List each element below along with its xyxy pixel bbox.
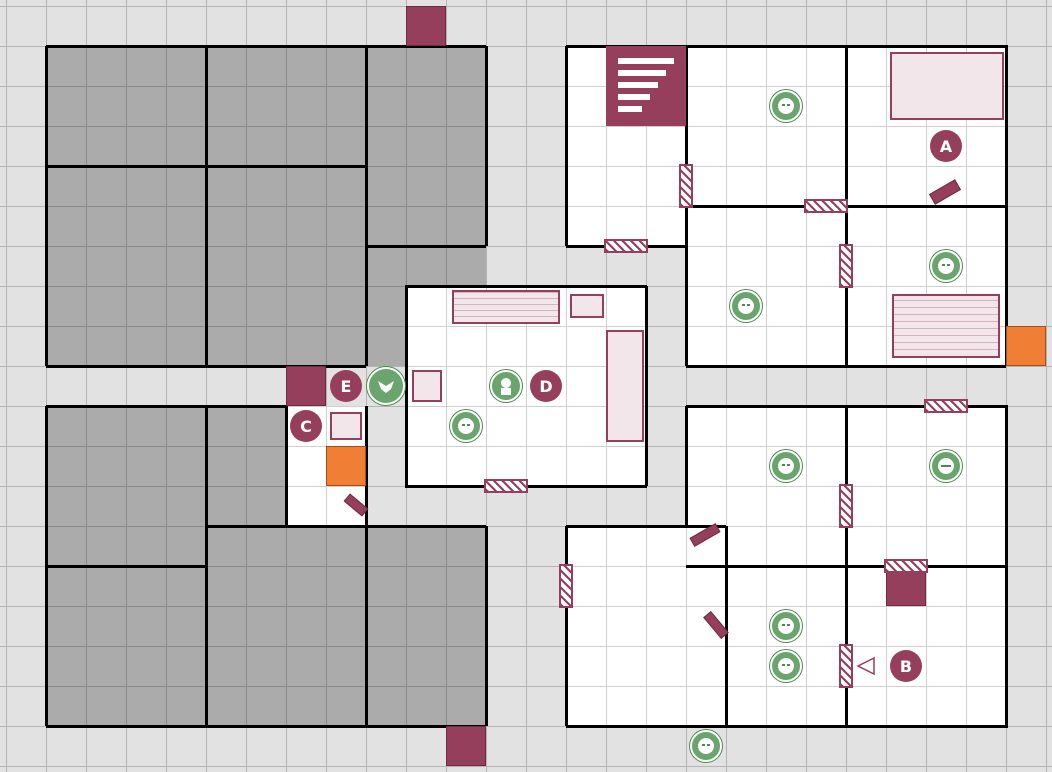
door-icon[interactable] xyxy=(839,244,853,288)
table-icon[interactable] xyxy=(452,290,560,324)
room-e-1 xyxy=(686,206,846,366)
door-icon[interactable] xyxy=(839,484,853,528)
table-icon[interactable] xyxy=(892,294,1000,358)
door-icon[interactable] xyxy=(559,564,573,608)
room-s-3 xyxy=(846,566,1006,726)
marker-c: C xyxy=(290,410,322,442)
marker-d: D xyxy=(530,370,562,402)
room-ne-2 xyxy=(686,46,846,206)
goblin-icon[interactable] xyxy=(690,730,722,762)
orc-icon[interactable] xyxy=(930,450,962,482)
arrow-left-icon xyxy=(856,656,875,676)
goblin-icon[interactable] xyxy=(930,250,962,282)
door-icon[interactable] xyxy=(839,644,853,688)
door-icon[interactable] xyxy=(679,164,693,208)
goblin-icon[interactable] xyxy=(450,410,482,442)
goblin-icon[interactable] xyxy=(730,290,762,322)
cupboard-icon[interactable] xyxy=(606,330,644,442)
goblin-icon[interactable] xyxy=(770,90,802,122)
spear-trap-icon[interactable] xyxy=(326,446,366,486)
bookcase-icon[interactable] xyxy=(890,52,1004,120)
rubble-icon xyxy=(406,6,446,46)
door-icon[interactable] xyxy=(804,199,848,213)
chest-icon[interactable] xyxy=(570,294,604,318)
rubble-icon xyxy=(446,726,486,766)
chest-icon[interactable] xyxy=(330,412,362,440)
rubble-icon xyxy=(286,366,326,406)
elf-icon[interactable] xyxy=(490,370,522,402)
goblin-icon[interactable] xyxy=(770,650,802,682)
marker-b: B xyxy=(890,650,922,682)
door-icon[interactable] xyxy=(604,239,648,253)
marker-a: A xyxy=(930,130,962,162)
stairs-icon xyxy=(606,46,686,126)
goblin-icon[interactable] xyxy=(770,610,802,642)
door-icon[interactable] xyxy=(884,559,928,573)
room-s-2 xyxy=(726,566,846,726)
marker-e: E xyxy=(330,370,362,402)
spear-trap-icon[interactable] xyxy=(1006,326,1046,366)
gargoyle-icon[interactable] xyxy=(367,367,405,405)
blocked-area-s xyxy=(206,526,486,726)
room-s-1 xyxy=(566,526,726,726)
goblin-icon[interactable] xyxy=(770,450,802,482)
chest-icon[interactable] xyxy=(412,370,442,402)
door-icon[interactable] xyxy=(924,399,968,413)
blocked-area-nw xyxy=(46,46,486,366)
door-icon[interactable] xyxy=(484,479,528,493)
room-se-2 xyxy=(846,406,1006,566)
